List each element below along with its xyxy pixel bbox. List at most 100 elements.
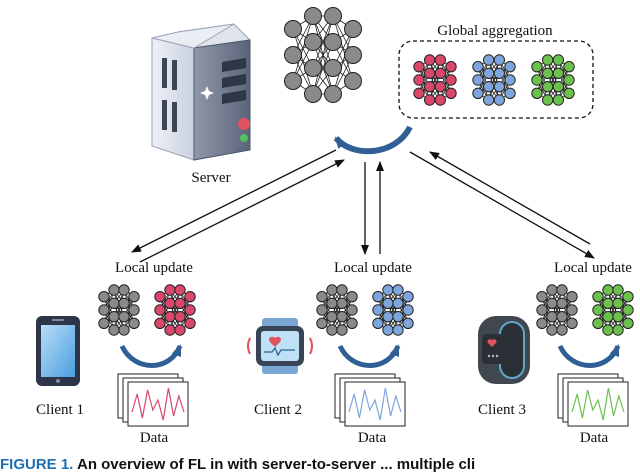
- nn-node: [612, 324, 624, 336]
- nn-node: [326, 284, 338, 296]
- nn-edge: [607, 289, 619, 331]
- nn-node: [346, 290, 358, 303]
- nn-node: [346, 317, 358, 330]
- nn-node: [622, 317, 634, 330]
- nn-node: [556, 297, 568, 310]
- nn-node: [556, 284, 568, 296]
- nn-node: [284, 20, 302, 38]
- aggregation-curve-arrow: [333, 125, 413, 155]
- smartphone-icon: [36, 316, 80, 386]
- server-label: Server: [191, 170, 230, 186]
- nn-node: [344, 20, 362, 38]
- data-series-line: [348, 387, 402, 421]
- client-3-global-model: [536, 284, 578, 336]
- nn-edge: [439, 66, 452, 101]
- nn-node: [612, 310, 624, 323]
- nn-node: [304, 59, 322, 77]
- nn-node: [566, 290, 578, 303]
- aggregated-model-green: [531, 54, 575, 106]
- nn-node: [504, 60, 516, 73]
- nn-edge: [312, 15, 334, 95]
- nn-node: [546, 284, 558, 296]
- nn-node: [541, 94, 554, 106]
- nn-node: [531, 60, 543, 73]
- nn-node: [108, 310, 120, 323]
- nn-node: [434, 67, 447, 80]
- nn-node: [382, 284, 394, 296]
- figure-label: FIGURE 1.: [0, 456, 74, 473]
- client-1-label: Client 1: [36, 402, 84, 418]
- nn-node: [128, 304, 140, 316]
- nn-edge: [113, 289, 125, 331]
- nn-edge: [312, 41, 334, 95]
- nn-edge: [331, 289, 343, 331]
- nn-node: [316, 290, 328, 303]
- nn-edge: [547, 59, 559, 101]
- nn-edge: [561, 296, 573, 331]
- global-aggregation-box: [398, 40, 594, 119]
- nn-node: [108, 297, 120, 310]
- nn-node: [472, 74, 484, 86]
- nn-node: [346, 304, 358, 316]
- nn-node: [493, 94, 506, 106]
- nn-node: [552, 80, 565, 93]
- nn-node: [434, 80, 447, 93]
- figure-caption: FIGURE 1. An overview of FL in with serv…: [0, 456, 640, 474]
- nn-node: [612, 284, 624, 296]
- nn-node: [344, 72, 362, 90]
- nn-node: [118, 284, 130, 296]
- aggregated-model-red: [413, 54, 457, 106]
- nn-edge: [292, 15, 314, 82]
- nn-edge: [397, 296, 409, 331]
- nn-node: [546, 297, 558, 310]
- nn-node: [382, 324, 394, 336]
- nn-node: [118, 324, 130, 336]
- nn-node: [184, 304, 196, 316]
- nn-node: [98, 317, 110, 330]
- nn-node: [128, 290, 140, 303]
- nn-node: [98, 304, 110, 316]
- nn-node: [493, 67, 506, 80]
- client-1-global-model: [98, 284, 140, 336]
- nn-node: [536, 304, 548, 316]
- client-3-label: Client 3: [478, 402, 526, 418]
- nn-node: [602, 284, 614, 296]
- nn-node: [336, 310, 348, 323]
- nn-node: [336, 284, 348, 296]
- nn-edge: [123, 296, 135, 331]
- nn-node: [612, 297, 624, 310]
- server-icon: [151, 23, 252, 161]
- smartwatch-icon: [247, 318, 313, 374]
- nn-node: [128, 317, 140, 330]
- fitness-band-icon: [478, 316, 530, 384]
- nn-node: [592, 290, 604, 303]
- nn-node: [423, 80, 436, 93]
- nn-node: [413, 60, 425, 73]
- uplink-arrow-client-1: [139, 159, 345, 263]
- global-model-network: [284, 7, 362, 103]
- nn-node: [602, 310, 614, 323]
- nn-node: [304, 7, 322, 25]
- nn-node: [108, 284, 120, 296]
- downlink-arrow-client-3: [409, 151, 595, 259]
- nn-node: [423, 67, 436, 80]
- nn-node: [482, 94, 495, 106]
- nn-node: [402, 304, 414, 316]
- nn-node: [324, 85, 342, 103]
- nn-node: [445, 74, 457, 86]
- nn-node: [174, 324, 186, 336]
- nn-node: [164, 284, 176, 296]
- nn-node: [154, 304, 166, 316]
- nn-edge: [159, 289, 171, 324]
- nn-node: [504, 74, 516, 86]
- nn-edge: [551, 289, 563, 331]
- nn-node: [423, 94, 436, 106]
- nn-node: [304, 85, 322, 103]
- nn-node: [472, 87, 484, 100]
- nn-node: [531, 87, 543, 100]
- local-update-label-3: Local update: [554, 260, 632, 276]
- nn-node: [622, 290, 634, 303]
- nn-node: [546, 310, 558, 323]
- nn-node: [98, 290, 110, 303]
- nn-node: [372, 317, 384, 330]
